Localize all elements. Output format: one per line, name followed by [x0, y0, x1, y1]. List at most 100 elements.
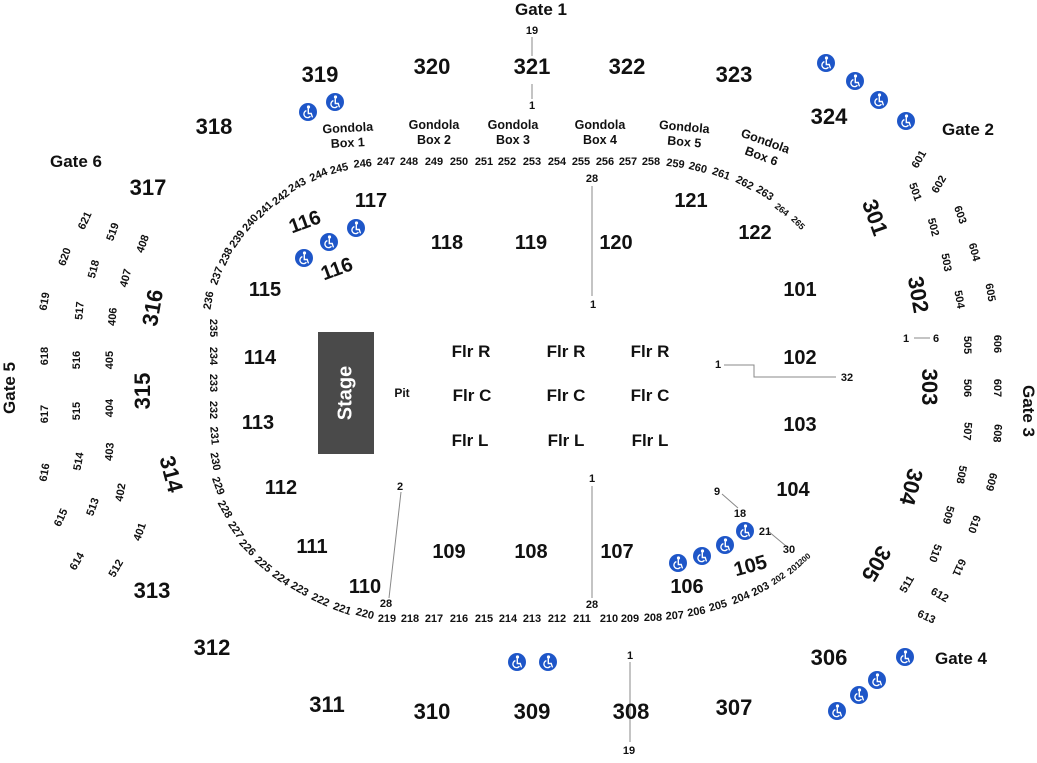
- section-406[interactable]: 406: [106, 307, 120, 326]
- section-208[interactable]: 208: [644, 612, 662, 624]
- section-322[interactable]: 322: [609, 54, 646, 79]
- section-106[interactable]: 106: [670, 576, 703, 598]
- section-609[interactable]: 609: [983, 471, 999, 492]
- section-120[interactable]: 120: [599, 232, 632, 254]
- section-320[interactable]: 320: [414, 54, 451, 79]
- section-258[interactable]: 258: [642, 156, 660, 168]
- section-257[interactable]: 257: [619, 156, 637, 168]
- section-248[interactable]: 248: [400, 156, 418, 168]
- section-217[interactable]: 217: [425, 613, 443, 625]
- section-205[interactable]: 205: [708, 598, 729, 615]
- gondola-box-5[interactable]: Gondola Box 5: [658, 118, 711, 151]
- section-306[interactable]: 306: [811, 645, 848, 670]
- wheelchair-icon[interactable]: [538, 652, 558, 672]
- section-flr[interactable]: Flr L: [548, 431, 585, 450]
- section-108[interactable]: 108: [514, 541, 547, 563]
- section-203[interactable]: 203: [750, 580, 772, 599]
- section-211[interactable]: 211: [573, 613, 591, 625]
- section-315[interactable]: 315: [130, 373, 155, 410]
- wheelchair-icon[interactable]: [692, 546, 712, 566]
- section-212[interactable]: 212: [548, 613, 566, 625]
- section-225[interactable]: 225: [252, 554, 274, 575]
- section-234[interactable]: 234: [207, 347, 219, 366]
- gondola-box-1[interactable]: Gondola Box 1: [322, 120, 374, 151]
- section-254[interactable]: 254: [548, 156, 567, 168]
- section-517[interactable]: 517: [73, 301, 87, 320]
- section-231[interactable]: 231: [207, 426, 221, 445]
- section-251[interactable]: 251: [475, 156, 493, 168]
- section-214[interactable]: 214: [499, 613, 518, 625]
- section-219[interactable]: 219: [378, 613, 396, 625]
- wheelchair-icon[interactable]: [735, 521, 755, 541]
- wheelchair-icon[interactable]: [298, 102, 318, 122]
- section-321[interactable]: 321: [514, 54, 551, 79]
- section-314[interactable]: 314: [154, 453, 188, 496]
- section-247[interactable]: 247: [377, 156, 395, 168]
- section-605[interactable]: 605: [982, 282, 997, 302]
- section-323[interactable]: 323: [716, 62, 753, 87]
- section-230[interactable]: 230: [207, 451, 222, 471]
- section-226[interactable]: 226: [236, 537, 257, 558]
- section-252[interactable]: 252: [498, 156, 516, 168]
- section-507[interactable]: 507: [960, 422, 974, 441]
- section-221[interactable]: 221: [331, 600, 352, 618]
- wheelchair-icon[interactable]: [507, 652, 527, 672]
- wheelchair-icon[interactable]: [294, 248, 314, 268]
- section-256[interactable]: 256: [596, 156, 614, 168]
- section-111[interactable]: 111: [296, 536, 327, 558]
- section-618[interactable]: 618: [39, 347, 51, 365]
- section-flr[interactable]: Flr L: [452, 431, 489, 450]
- section-506[interactable]: 506: [961, 379, 973, 397]
- section-610[interactable]: 610: [965, 513, 983, 534]
- section-615[interactable]: 615: [52, 507, 71, 529]
- section-245[interactable]: 245: [329, 161, 350, 177]
- section-263[interactable]: 263: [754, 183, 776, 203]
- section-619[interactable]: 619: [38, 291, 53, 311]
- section-502[interactable]: 502: [925, 217, 941, 238]
- section-313[interactable]: 313: [134, 578, 171, 603]
- wheelchair-icon[interactable]: [668, 553, 688, 573]
- section-308[interactable]: 308: [613, 699, 650, 724]
- section-515[interactable]: 515: [71, 402, 83, 420]
- wheelchair-icon[interactable]: [849, 685, 869, 705]
- section-flr[interactable]: Flr C: [547, 386, 586, 405]
- section-204[interactable]: 204: [730, 589, 752, 607]
- section-237[interactable]: 237: [208, 265, 226, 286]
- wheelchair-icon[interactable]: [896, 111, 916, 131]
- gondola-box-6[interactable]: Gondola Box 6: [739, 126, 792, 169]
- section-112[interactable]: 112: [265, 477, 297, 499]
- section-304[interactable]: 304: [894, 466, 928, 509]
- section-516[interactable]: 516: [71, 351, 83, 369]
- wheelchair-icon[interactable]: [845, 71, 865, 91]
- section-206[interactable]: 206: [686, 605, 706, 620]
- wheelchair-icon[interactable]: [867, 670, 887, 690]
- section-114[interactable]: 114: [244, 347, 277, 369]
- section-218[interactable]: 218: [401, 613, 419, 625]
- section-113[interactable]: 113: [242, 412, 274, 434]
- section-flr[interactable]: Flr R: [631, 342, 670, 361]
- section-514[interactable]: 514: [72, 451, 87, 472]
- section-flr[interactable]: Flr R: [452, 342, 491, 361]
- section-216[interactable]: 216: [450, 613, 468, 625]
- section-401[interactable]: 401: [131, 521, 149, 542]
- section-119[interactable]: 119: [515, 232, 547, 254]
- wheelchair-icon[interactable]: [325, 92, 345, 112]
- section-109[interactable]: 109: [432, 541, 465, 563]
- section-402[interactable]: 402: [114, 482, 129, 502]
- section-flr[interactable]: Flr C: [453, 386, 492, 405]
- section-209[interactable]: 209: [621, 613, 639, 625]
- section-116-b[interactable]: 116: [318, 254, 356, 286]
- section-307[interactable]: 307: [716, 695, 753, 720]
- section-408[interactable]: 408: [134, 233, 152, 254]
- section-260[interactable]: 260: [687, 160, 708, 176]
- section-301[interactable]: 301: [857, 196, 893, 239]
- section-253[interactable]: 253: [523, 156, 541, 168]
- section-210[interactable]: 210: [600, 613, 618, 625]
- section-319[interactable]: 319: [302, 62, 339, 87]
- wheelchair-icon[interactable]: [346, 218, 366, 238]
- section-508[interactable]: 508: [953, 464, 968, 484]
- section-246[interactable]: 246: [353, 157, 372, 171]
- section-613[interactable]: 613: [915, 608, 937, 627]
- section-110[interactable]: 110: [349, 576, 381, 598]
- wheelchair-icon[interactable]: [827, 701, 847, 721]
